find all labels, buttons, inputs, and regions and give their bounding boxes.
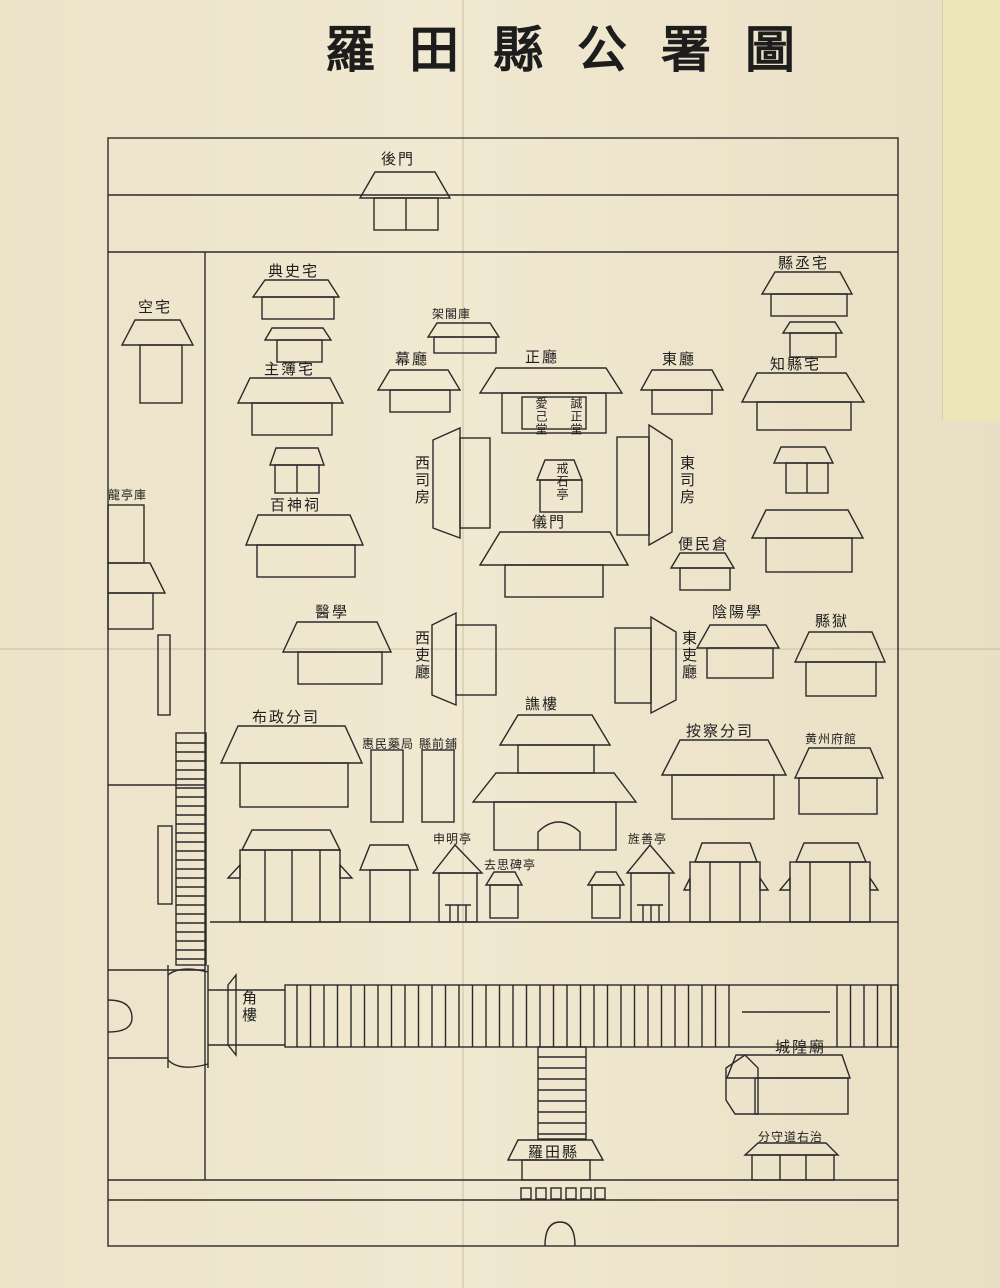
label-drum-tower: 譙樓 xyxy=(525,695,560,713)
building-xiancheng-residence xyxy=(760,271,854,358)
building-medical-school xyxy=(281,621,393,685)
building-jingshan-pavilion xyxy=(625,843,676,923)
adjacent-sheet-strip xyxy=(942,0,1000,420)
building-city-god-temple xyxy=(725,1054,851,1115)
side-gate-bar xyxy=(157,634,171,716)
label-dianshi-residence: 典史宅 xyxy=(268,262,320,280)
building-zhixian-residence xyxy=(740,372,866,431)
label-jiage-archive: 架閣庫 xyxy=(432,307,472,321)
label-county-main-gate: 羅田縣 xyxy=(528,1143,580,1161)
label-corner-tower: 角樓 xyxy=(240,990,258,1024)
building-fenshou-office xyxy=(743,1142,840,1181)
building-rear-gate xyxy=(358,171,452,231)
building-small-pavilion-left xyxy=(269,447,325,494)
building-gatehouse-east xyxy=(682,842,770,923)
building-east-official-hall xyxy=(614,615,677,715)
building-xianqian-post xyxy=(421,749,455,823)
building-zhubu-residence xyxy=(236,377,345,436)
label-jingshan-pavilion: 旌善亭 xyxy=(628,832,668,846)
building-baishen-shrine xyxy=(244,514,365,578)
label-xianqian-post: 縣前鋪 xyxy=(419,737,459,751)
map-title: 羅田縣公署圖 xyxy=(325,20,829,79)
label-xiancheng-residence: 縣丞宅 xyxy=(778,254,830,272)
label-mu-hall: 幕廳 xyxy=(395,350,430,368)
label-west-official-hall: 西吏廳 xyxy=(413,630,431,681)
building-mu-hall xyxy=(376,369,462,413)
building-yinyang-school xyxy=(695,624,781,679)
building-county-jail xyxy=(793,631,887,697)
building-east-residence-lower xyxy=(750,509,865,573)
building-stele-pavilion-east xyxy=(586,871,626,919)
label-fenshou-office: 分守道右治 xyxy=(758,1130,824,1144)
label-qusi-stele-pavilion: 去思碑亭 xyxy=(484,858,537,872)
building-county-main-gate xyxy=(506,1139,605,1181)
building-dianshi-residence xyxy=(251,279,341,363)
label-county-jail: 縣獄 xyxy=(815,612,850,630)
building-huimin-pharmacy xyxy=(370,749,404,823)
label-east-clerk-office: 東司房 xyxy=(678,455,696,506)
building-jieshi-pavilion xyxy=(535,459,584,513)
fold-crease-vertical xyxy=(462,0,464,1288)
west-side-bar xyxy=(157,825,173,905)
front-colonnade xyxy=(284,984,899,1048)
label-east-hall: 東廳 xyxy=(662,350,697,368)
label-ancha-branch: 按察分司 xyxy=(686,722,755,740)
west-staircase xyxy=(175,732,207,966)
building-west-official-hall xyxy=(431,611,497,707)
building-drum-tower xyxy=(471,714,638,851)
label-shenming-pavilion: 申明亭 xyxy=(433,832,473,846)
label-aiji-hall: 愛己堂 xyxy=(534,397,548,436)
building-huangzhou-guesthouse xyxy=(793,747,885,815)
building-ceremonial-gate xyxy=(478,531,630,598)
label-west-clerk-office: 西司房 xyxy=(413,455,431,506)
label-ceremonial-gate: 儀門 xyxy=(532,513,567,531)
label-medical-school: 醫學 xyxy=(315,603,350,621)
building-corner-tower xyxy=(107,965,285,1068)
fold-crease-horizontal xyxy=(0,648,1000,650)
building-main-hall xyxy=(478,367,624,434)
building-east-hall xyxy=(639,369,725,415)
building-bianmin-granary xyxy=(669,552,736,591)
label-east-official-hall: 東吏廳 xyxy=(680,630,698,681)
building-shenming-pavilion xyxy=(431,843,484,923)
building-buzheng-branch xyxy=(219,725,364,808)
central-staircase xyxy=(537,1046,587,1140)
label-main-hall: 正廳 xyxy=(525,348,560,366)
label-zhubu-residence: 主簿宅 xyxy=(264,360,316,378)
label-jieshi-pavilion: 戒石亭 xyxy=(555,462,569,501)
label-city-god-temple: 城隍廟 xyxy=(775,1038,827,1056)
label-zhixian-residence: 知縣宅 xyxy=(770,355,822,373)
building-west-clerk-office xyxy=(432,426,491,540)
building-east-clerk-office xyxy=(616,423,673,547)
building-gatehouse-west-small xyxy=(358,844,420,923)
building-gatehouse-far-east xyxy=(778,842,880,923)
label-longting-storehouse: 龍亭庫 xyxy=(108,488,148,502)
bottom-arch xyxy=(544,1221,576,1247)
label-buzheng-branch: 布政分司 xyxy=(252,708,321,726)
building-empty-residence xyxy=(120,319,195,404)
label-huangzhou-guesthouse: 黄州府館 xyxy=(805,732,858,746)
label-yinyang-school: 陰陽學 xyxy=(712,603,764,621)
building-qusi-stele-pavilion xyxy=(484,871,524,919)
building-small-pavilion-right xyxy=(772,446,835,494)
label-rear-gate: 後門 xyxy=(381,150,416,168)
label-chengzheng-hall: 誠正堂 xyxy=(569,397,583,436)
building-jiage-archive xyxy=(426,322,501,354)
building-gatehouse-west xyxy=(226,829,354,923)
compound-walls xyxy=(107,137,899,1247)
label-huimin-pharmacy: 惠民藥局 xyxy=(362,737,415,751)
label-baishen-shrine: 百神祠 xyxy=(270,496,322,514)
street-posts xyxy=(520,1187,606,1200)
label-bianmin-granary: 便民倉 xyxy=(678,535,730,553)
building-ancha-branch xyxy=(660,739,788,820)
label-empty-residence: 空宅 xyxy=(138,298,173,316)
building-longting-storehouse xyxy=(107,504,167,630)
